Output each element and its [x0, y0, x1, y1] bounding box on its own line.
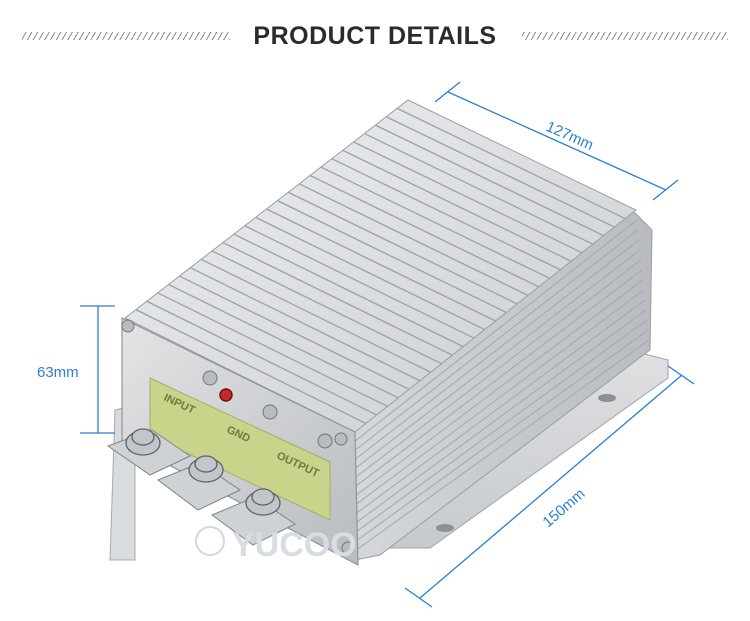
- heatsink-fin: [266, 208, 496, 322]
- heatsink-fin: [331, 158, 561, 271]
- corner-screws: [121, 319, 355, 555]
- dimension-length: [404, 365, 695, 608]
- heatsink-side-fin: [354, 219, 638, 442]
- heatsink-fin: [157, 292, 388, 407]
- heatsink-side-fins: [354, 219, 650, 552]
- heatsink-side-fin: [354, 319, 648, 534]
- heatsink-fin: [222, 241, 453, 356]
- heatsink-side-fin: [354, 279, 644, 497]
- heatsink-fin: [277, 200, 507, 314]
- terminal-label-strip: [149, 377, 331, 521]
- heatsink-fin: [255, 216, 485, 331]
- heatsink-fin: [135, 309, 367, 425]
- heatsink-fin: [287, 191, 518, 305]
- heatsink-side-fin: [354, 259, 642, 479]
- heatsink-side-fin: [354, 339, 650, 552]
- watermark-text: YUCOO: [232, 526, 357, 564]
- heatsink-side-fin: [354, 249, 641, 470]
- heatsink-side-fin: [354, 229, 639, 451]
- status-led: [219, 388, 233, 402]
- heatsink-fin: [396, 107, 626, 220]
- heatsink-fin: [364, 132, 594, 245]
- heatsink-fin: [320, 166, 550, 279]
- heatsink-fin: [353, 141, 583, 254]
- heatsink-fin: [342, 149, 572, 262]
- heatsink-fin: [233, 233, 464, 348]
- heatsink-fin: [244, 225, 475, 339]
- heatsink-fin: [385, 116, 615, 228]
- heatsink-side-fin: [354, 269, 643, 488]
- heatsink-fin: [375, 124, 604, 237]
- heatsink-side-fin: [354, 309, 647, 524]
- heatsink-fin: [146, 300, 377, 416]
- dimension-height-label: 63mm: [37, 364, 79, 381]
- heatsink-fin: [298, 183, 529, 296]
- header-hatch-right: [522, 32, 728, 40]
- dimension-width: [434, 81, 679, 201]
- heatsink-side-fin: [354, 239, 640, 460]
- dimension-width-label: 127mm: [543, 118, 596, 154]
- heatsink-fin: [190, 267, 421, 382]
- heatsink-fin: [200, 258, 431, 373]
- dimension-height: [80, 305, 115, 434]
- heatsink-fin: [168, 283, 399, 399]
- watermark-logo-icon: [195, 526, 225, 556]
- heatsink-side-fin: [354, 329, 649, 543]
- terminal-lugs: [106, 428, 296, 546]
- heatsink-side-fin: [354, 299, 646, 515]
- heatsink-fin: [179, 275, 410, 390]
- heatsink-side-fin: [354, 289, 645, 506]
- header-hatch-left: [22, 32, 230, 40]
- dimension-length-label: 150mm: [539, 485, 588, 531]
- heatsink-fin: [211, 250, 442, 365]
- heatsink-fin: [309, 174, 540, 288]
- heatsink-fins: [135, 107, 626, 425]
- page-title: PRODUCT DETAILS: [253, 22, 497, 50]
